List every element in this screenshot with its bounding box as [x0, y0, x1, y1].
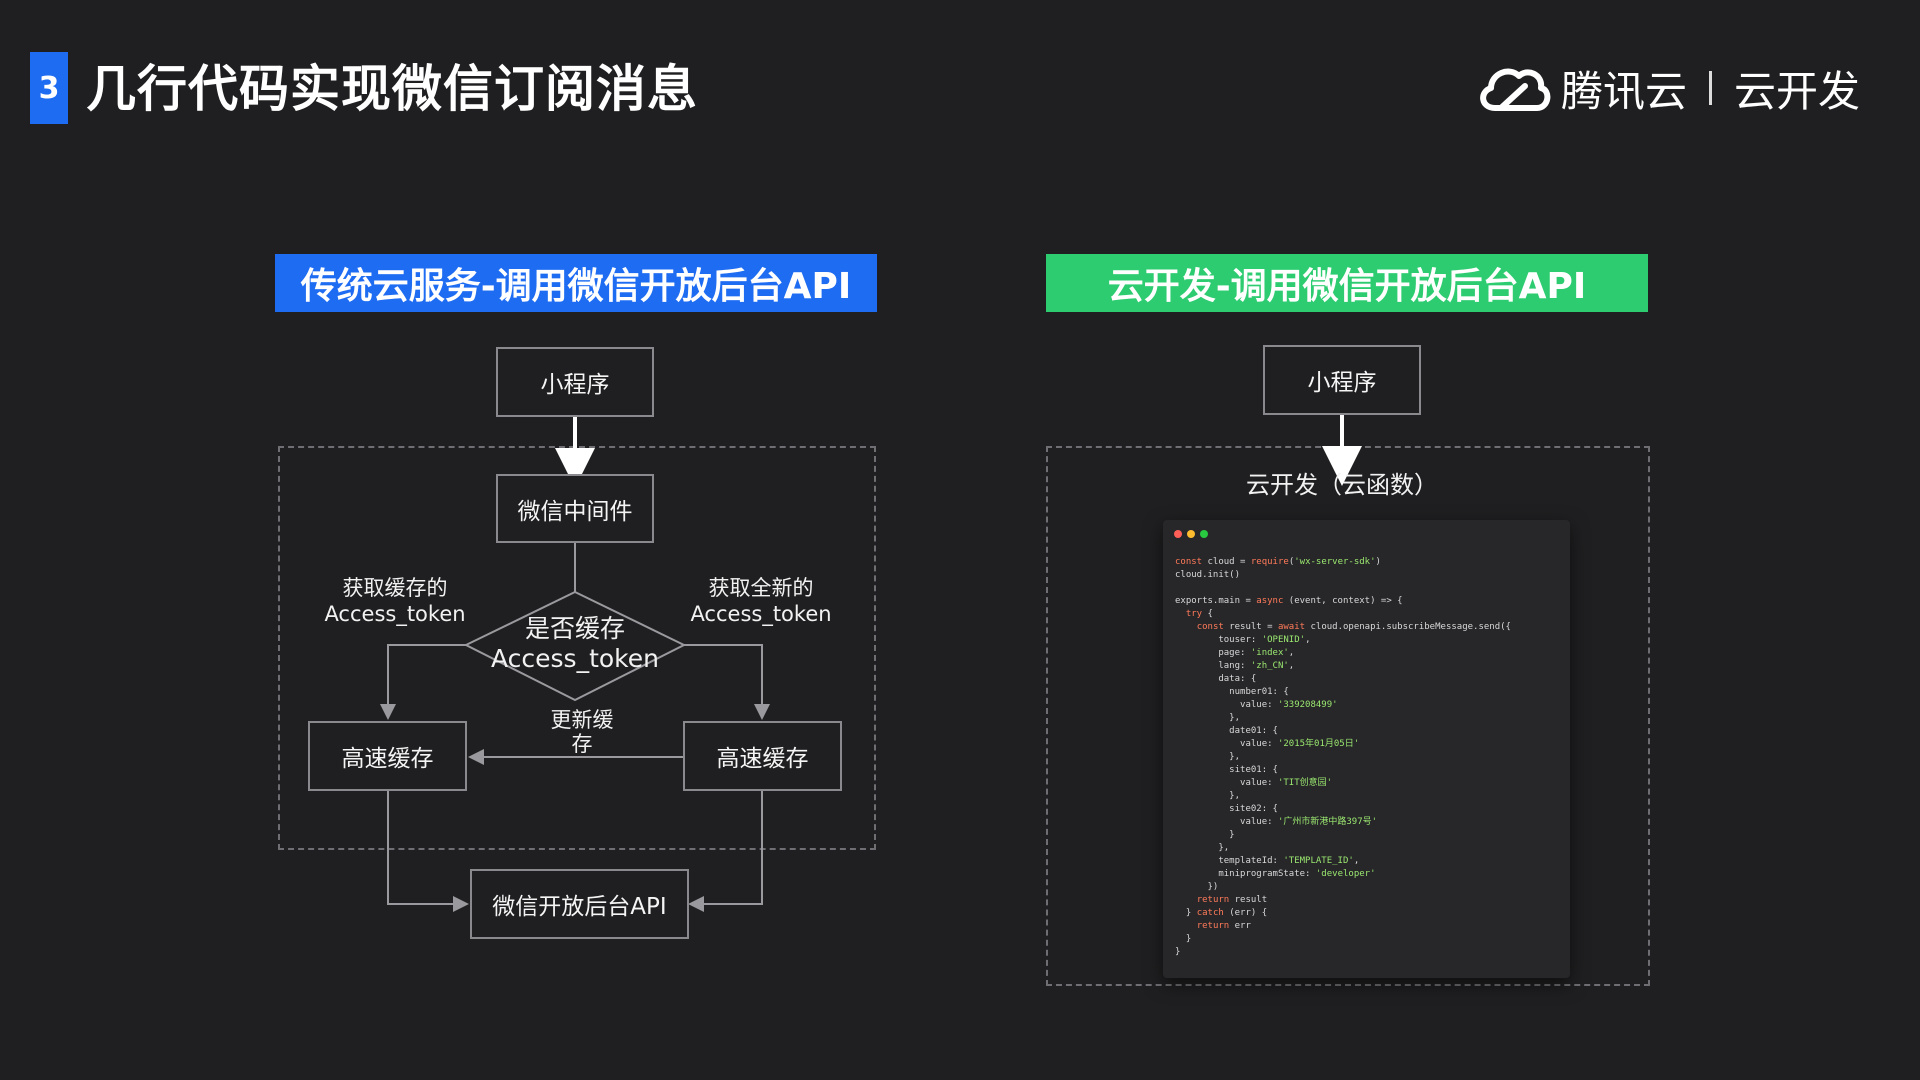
- brand-logo: 腾讯云 云开发: [1475, 58, 1860, 118]
- code-line: }: [1175, 934, 1192, 944]
- maximize-dot-icon: [1200, 530, 1208, 538]
- code-line: miniprogramState: 'developer': [1175, 869, 1376, 879]
- code-line: data: {: [1175, 674, 1257, 684]
- code-line: }: [1175, 947, 1181, 957]
- traditional-cloud-header: 传统云服务-调用微信开放后台API: [275, 254, 877, 312]
- decision-line-1: 是否缓存: [524, 614, 625, 643]
- get-new-line-2: Access_token: [690, 602, 832, 626]
- code-line: const result = await cloud.openapi.subsc…: [1196, 622, 1511, 632]
- node-wechat-middleware: 微信中间件: [496, 474, 654, 543]
- code-line: return result: [1196, 895, 1268, 905]
- code-line: exports.main = async (event, context) =>…: [1175, 596, 1403, 606]
- minimize-dot-icon: [1187, 530, 1195, 538]
- code-line: }: [1175, 830, 1235, 840]
- code-block: const cloud = require('wx-server-sdk') cl…: [1175, 556, 1562, 959]
- code-line: value: 'TIT创意园': [1175, 778, 1333, 788]
- code-line: site01: {: [1175, 765, 1278, 775]
- code-line: page: 'index',: [1175, 648, 1295, 658]
- node-cache-left: 高速缓存: [308, 721, 467, 791]
- code-line: },: [1175, 752, 1241, 762]
- code-line: value: '339208499': [1175, 700, 1338, 710]
- decision-label: 是否缓存 Access_token: [480, 614, 670, 674]
- get-new-line-1: 获取全新的: [708, 576, 814, 600]
- code-editor-window: const cloud = require('wx-server-sdk') cl…: [1163, 520, 1570, 978]
- code-line: cloud.init(): [1175, 570, 1241, 580]
- window-controls: [1174, 530, 1208, 538]
- node-miniprogram-right: 小程序: [1263, 345, 1421, 415]
- close-dot-icon: [1174, 530, 1182, 538]
- code-line: },: [1175, 791, 1241, 801]
- node-miniprogram-left: 小程序: [496, 347, 654, 417]
- code-line: value: '2015年01月05日': [1175, 739, 1360, 749]
- cloudbase-header: 云开发-调用微信开放后台API: [1046, 254, 1648, 312]
- code-line: value: '广州市新港中路397号': [1175, 817, 1378, 827]
- code-line: lang: 'zh_CN',: [1175, 661, 1295, 671]
- tencent-cloud-icon: [1480, 68, 1551, 111]
- code-line: date01: {: [1175, 726, 1278, 736]
- code-line: touser: 'OPENID',: [1175, 635, 1311, 645]
- code-line: site02: {: [1175, 804, 1278, 814]
- update-cache-line-2: 存: [571, 732, 593, 756]
- code-line: },: [1175, 843, 1230, 853]
- code-line: return err: [1196, 921, 1251, 931]
- page-title: 几行代码实现微信订阅消息: [86, 60, 698, 118]
- brand-product: 云开发: [1733, 66, 1860, 116]
- get-cached-line-1: 获取缓存的: [342, 576, 448, 600]
- node-wechat-open-api: 微信开放后台API: [470, 869, 689, 939]
- code-line: templateId: 'TEMPLATE_ID',: [1175, 856, 1360, 866]
- brand-name: 腾讯云: [1560, 66, 1687, 116]
- update-cache-line-1: 更新缓: [550, 708, 614, 732]
- code-line: },: [1175, 713, 1241, 723]
- code-line: [1175, 582, 1562, 595]
- brand-divider: [1708, 71, 1712, 105]
- label-cloud-function: 云开发（云函数）: [1246, 471, 1438, 499]
- code-line: const cloud = require('wx-server-sdk'): [1175, 557, 1381, 567]
- code-line: }): [1175, 882, 1219, 892]
- decision-line-2: Access_token: [491, 644, 659, 673]
- code-line: } catch (err) {: [1175, 908, 1268, 918]
- code-line: try {: [1185, 609, 1213, 619]
- node-cache-right: 高速缓存: [683, 721, 842, 791]
- traditional-backend-region: [278, 446, 876, 850]
- get-cached-line-2: Access_token: [324, 602, 466, 626]
- section-number-badge: 3: [30, 52, 68, 124]
- label-get-cached-token: 获取缓存的 Access_token: [320, 575, 470, 627]
- label-get-new-token: 获取全新的 Access_token: [686, 575, 836, 627]
- label-update-cache: 更新缓 存: [540, 708, 624, 756]
- code-line: number01: {: [1175, 687, 1289, 697]
